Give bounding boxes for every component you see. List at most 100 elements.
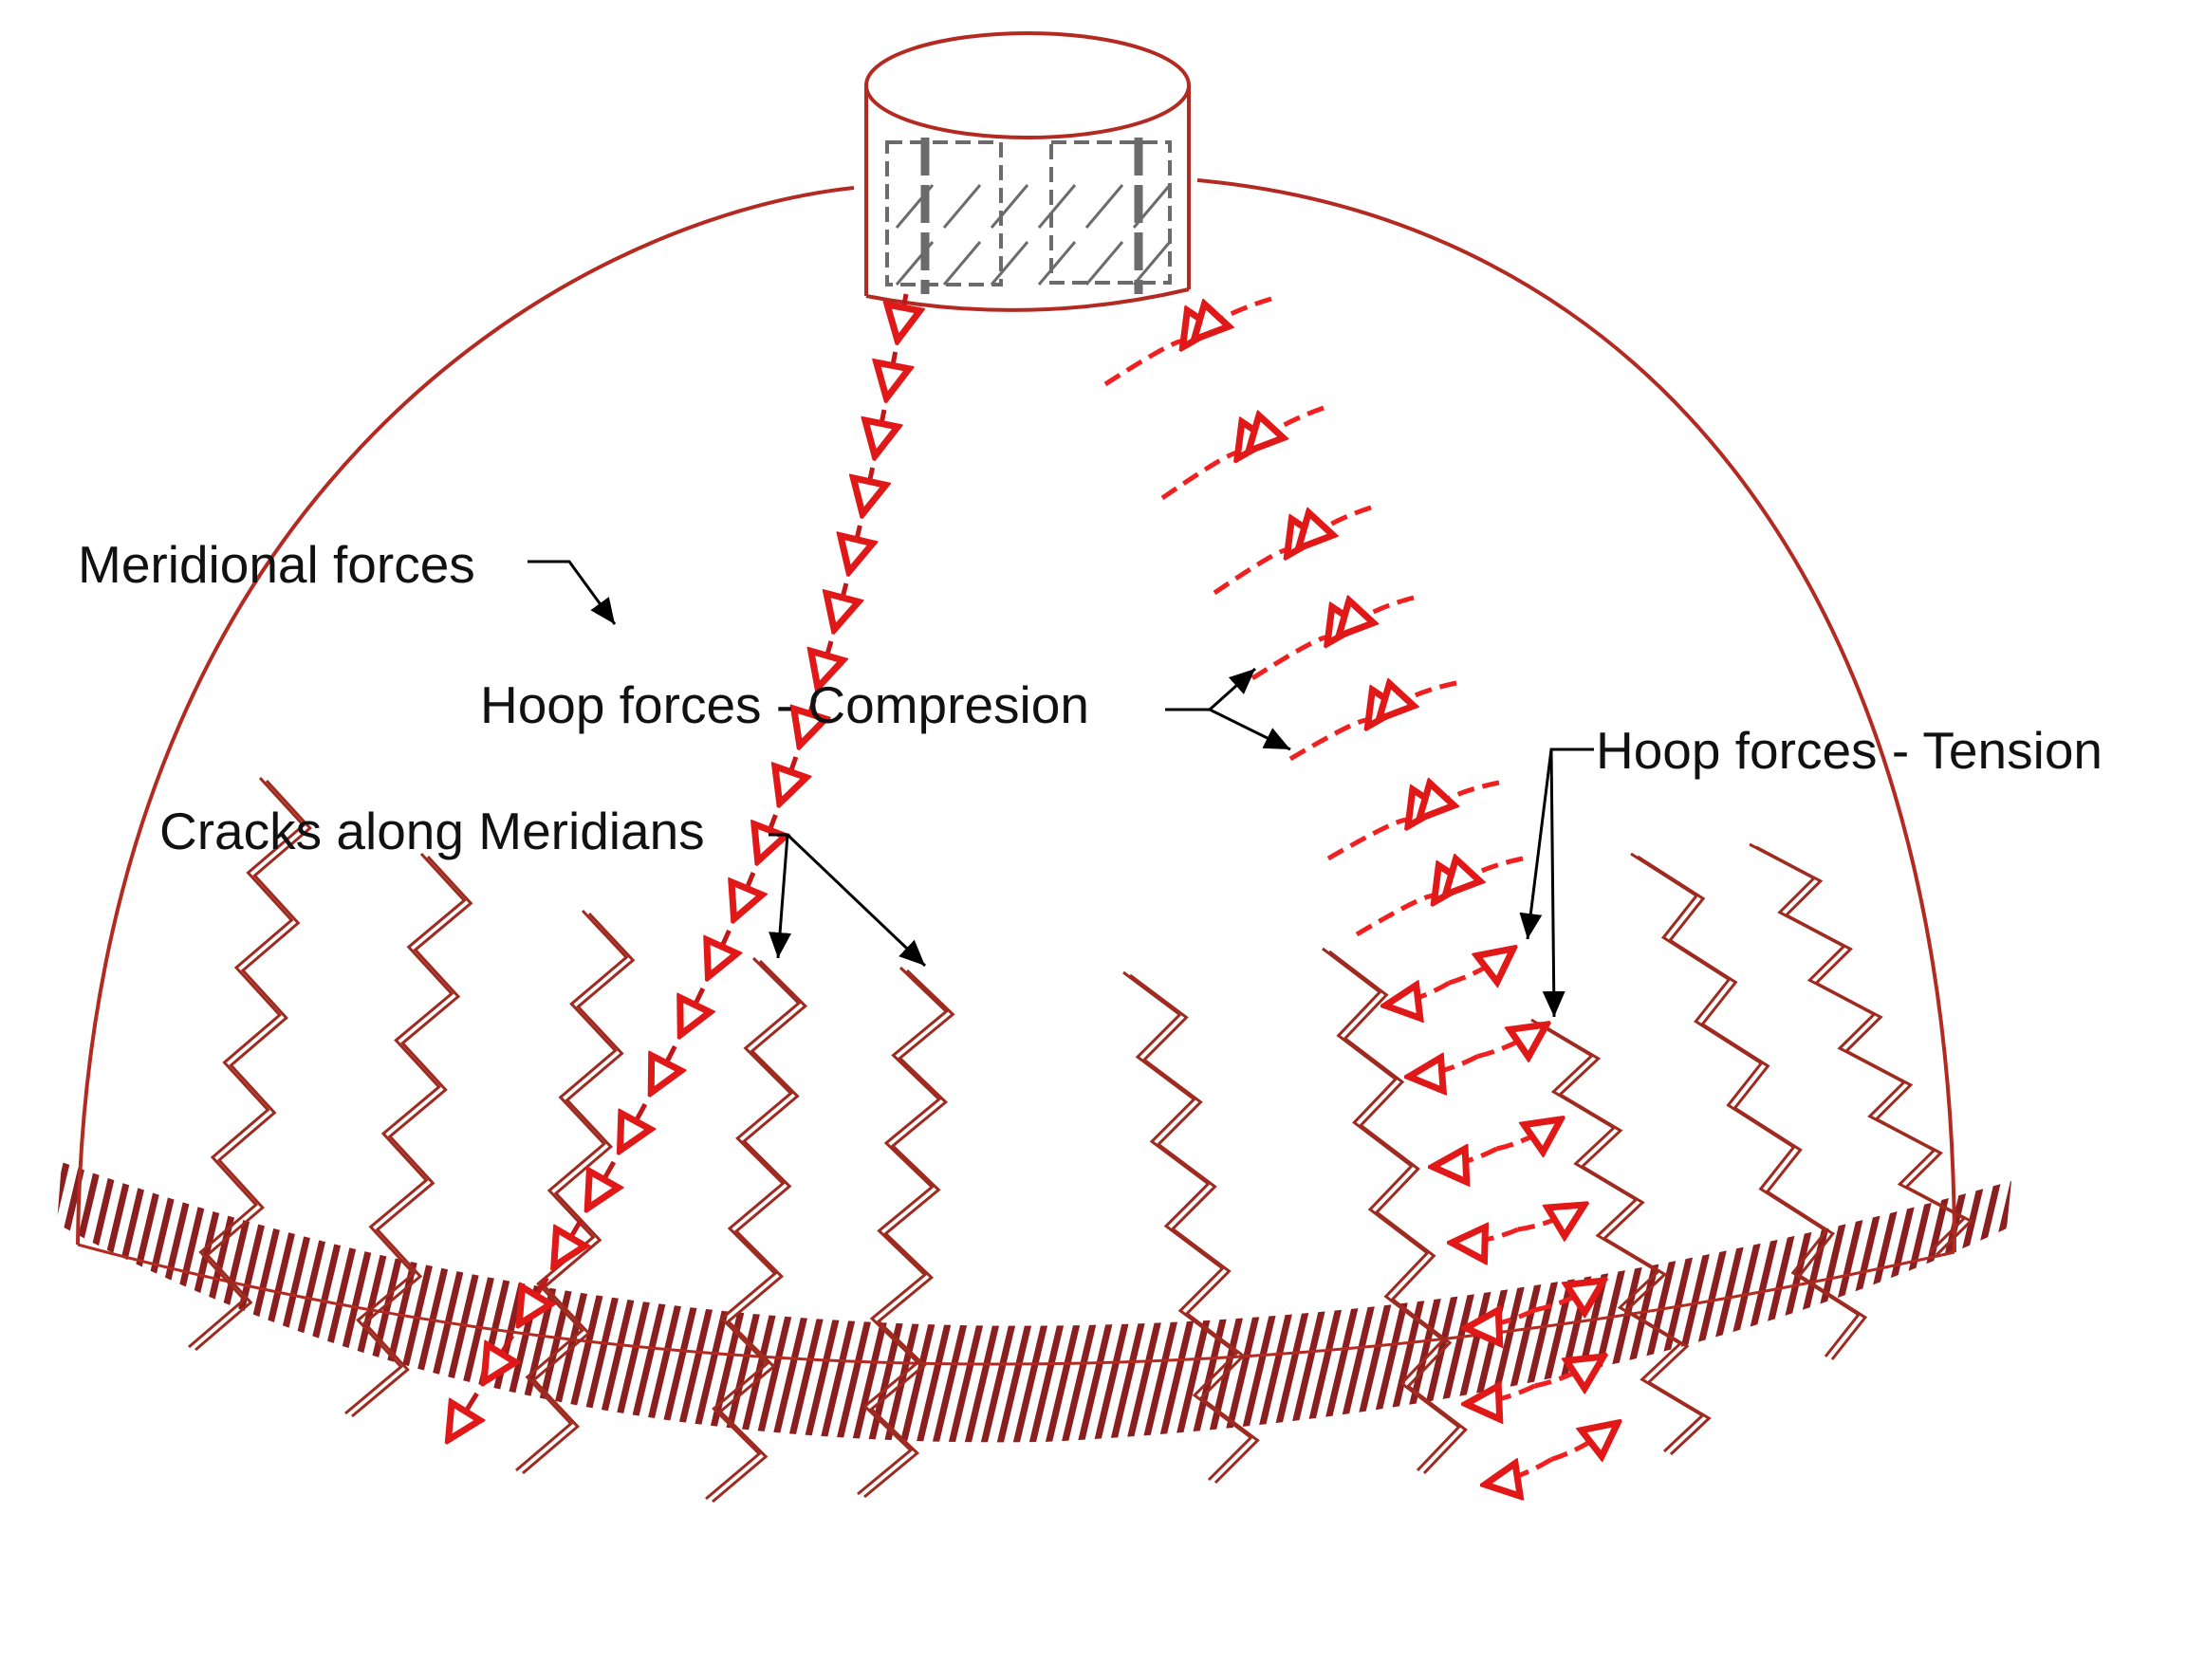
hatch-line: [2040, 1119, 2125, 1480]
lantern: [864, 31, 1191, 312]
hatch-line: [1955, 1162, 2011, 1443]
hatch-line: [1230, 1162, 1323, 1443]
leader-tension-2: [1542, 748, 1565, 1018]
hatch-line: [2104, 1119, 2186, 1480]
hatch-line: [2004, 1162, 2011, 1443]
meridional-arrow: [834, 582, 846, 630]
meridional-arrow: [758, 814, 776, 861]
hoop-tension-arrow: [1466, 1310, 1536, 1328]
hatch-line: [101, 1162, 194, 1443]
hoop-compression-arrow: [1446, 858, 1524, 895]
crack-line: [1630, 852, 1862, 1357]
meridional-arrow: [898, 293, 906, 341]
crack-line: [195, 779, 312, 1352]
meridional-arrow: [708, 929, 729, 977]
hatch-line: [1294, 1162, 1387, 1443]
hatch-line: [1826, 1162, 1919, 1443]
meridional-arrow: [886, 351, 895, 398]
hoop-compression-arrow: [1380, 683, 1457, 719]
hoop-compression-arrow: [1195, 296, 1272, 340]
meridional-arrow: [554, 1218, 582, 1266]
lantern-diagonal: [1037, 184, 1077, 229]
hatch-line: [2121, 1119, 2186, 1480]
hoop-compression-arrow: [1288, 720, 1370, 762]
hoop-tension-arrows: [1385, 949, 1618, 1485]
meridional-arrow: [621, 1102, 645, 1151]
hoop-tension-arrow: [1476, 1025, 1547, 1057]
hoop-tension-arrow: [1533, 1281, 1604, 1310]
hatch-line: [2137, 1119, 2186, 1480]
hoop-tension-arrow: [1550, 1423, 1618, 1460]
hoop-tension-arrow: [1533, 1357, 1604, 1386]
hatch-line: [2024, 1119, 2109, 1480]
hatch-line: [2088, 1119, 2174, 1480]
hoop-compression-arrow: [1213, 549, 1289, 596]
meridional-arrow: [849, 525, 861, 572]
crack-line: [522, 912, 636, 1475]
hoop-compression-arrow: [1339, 598, 1415, 637]
hoop-compression-arrow: [1160, 452, 1239, 501]
hoop-compression-arrow: [1103, 341, 1185, 387]
hatch-line: [1972, 1162, 2011, 1443]
label-cracks-along-meridians: Cracks along Meridians: [159, 802, 705, 860]
hoop-compression-arrow: [1355, 895, 1436, 937]
hatch-line: [57, 1162, 65, 1443]
hatch-line: [0, 1119, 45, 1480]
hoop-tension-arrow: [1433, 1149, 1498, 1167]
hatch-line: [1278, 1162, 1371, 1443]
meridional-force-arrows: [449, 293, 906, 1440]
leader-cracks-1: [769, 833, 792, 959]
crack-line: [705, 956, 802, 1501]
crack-line: [863, 969, 955, 1499]
crack-line: [857, 966, 949, 1496]
hatch-line: [2169, 1119, 2186, 1480]
lantern-diagonal: [895, 241, 935, 286]
crack-line: [712, 959, 808, 1504]
meridional-arrow: [519, 1276, 546, 1324]
hatch-line: [665, 1162, 758, 1443]
hatch-line: [2072, 1119, 2158, 1480]
leader-lines: [528, 560, 1594, 1018]
meridional-arrow: [800, 698, 815, 746]
meridional-arrow: [862, 467, 873, 514]
hatch-line: [68, 1162, 161, 1443]
cracks-group: [188, 776, 1973, 1504]
meridional-arrow: [484, 1334, 512, 1382]
crack-line: [351, 855, 473, 1418]
crack-line: [1122, 970, 1253, 1482]
base-ring-hatch: [0, 1119, 2186, 1480]
hatch-line: [1213, 1162, 1306, 1443]
hoop-tension-arrow: [1466, 1386, 1536, 1404]
crack-line: [344, 852, 467, 1415]
crack-line: [1129, 973, 1260, 1485]
label-hoop-compression: Hoop forces - Compresion: [480, 675, 1089, 734]
meridional-arrow: [651, 1044, 675, 1093]
crack-line: [1755, 845, 1973, 1257]
crack-line: [515, 909, 629, 1472]
leader-meridional: [528, 560, 617, 625]
lantern-diagonal: [1084, 184, 1124, 229]
hatch-line: [1262, 1162, 1355, 1443]
hoop-compression-arrow: [1419, 783, 1500, 819]
dome-outline: [76, 178, 1956, 1253]
lantern-diagonal: [895, 184, 935, 229]
lantern-diagonal: [942, 184, 982, 229]
crack-line: [1530, 1018, 1705, 1453]
meridional-arrow: [680, 987, 703, 1035]
hoop-compression-arrow: [1326, 820, 1410, 861]
label-hoop-tension: Hoop forces - Tension: [1596, 721, 2103, 780]
crack-line: [1537, 1021, 1712, 1456]
meridional-arrow: [587, 1160, 614, 1209]
dome-base-curve: [77, 1243, 1955, 1366]
crack-line: [1328, 950, 1468, 1475]
hoop-tension-arrow: [1385, 983, 1451, 1006]
hatch-line: [1939, 1162, 2011, 1443]
hoop-compression-arrows: [1103, 296, 1524, 937]
leader-tension-1: [1519, 748, 1594, 940]
meridional-arrow: [449, 1392, 477, 1440]
hatch-line: [84, 1162, 177, 1443]
lantern-diagonal: [1037, 241, 1077, 286]
crack-line: [1749, 842, 1967, 1254]
hatch-line: [0, 1119, 28, 1480]
hatch-line: [617, 1162, 710, 1443]
